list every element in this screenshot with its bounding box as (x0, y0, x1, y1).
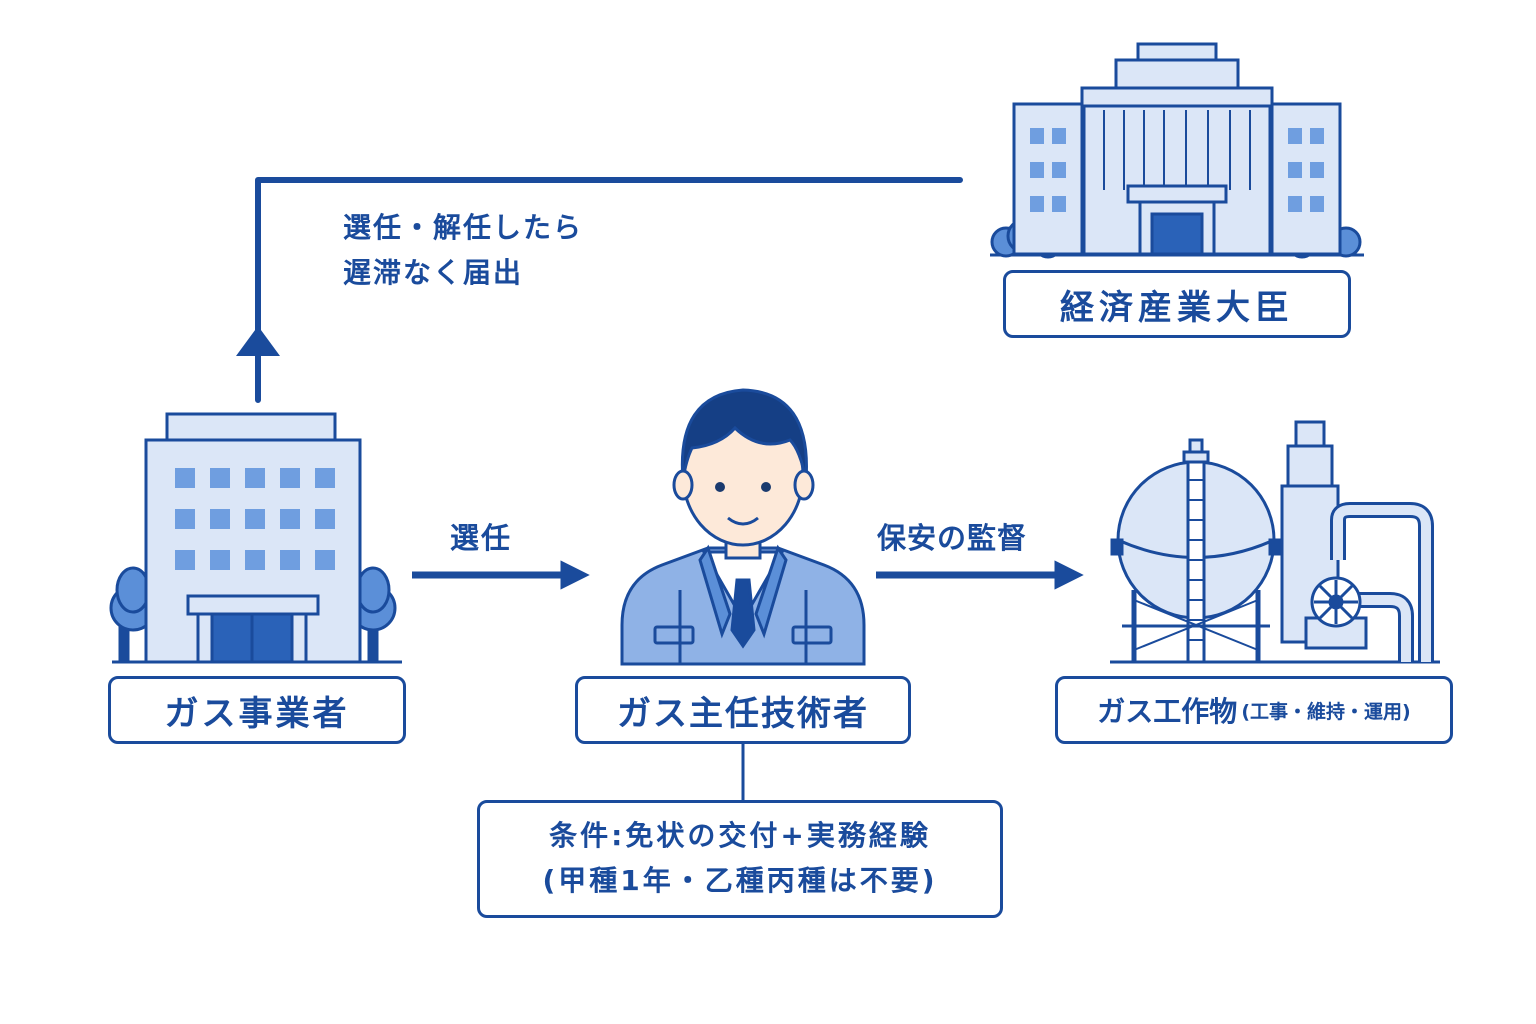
government-building-icon (990, 42, 1364, 259)
engineer-person-icon (620, 388, 866, 666)
condition-line1: 条件:免状の交付+実務経験 (549, 819, 931, 853)
notify-label: 選任・解任したら 遅滞なく届出 (343, 206, 583, 296)
gas-company-label: ガス事業者 (164, 693, 350, 734)
gas-plant-icon (1110, 420, 1440, 664)
condition-line2: (甲種1年・乙種丙種は不要) (542, 864, 938, 897)
minister-label: 経済産業大臣 (1060, 287, 1294, 328)
connectors (236, 177, 1084, 800)
notify-label-line2: 遅滞なく届出 (343, 255, 524, 289)
chief-engineer-label: ガス主任技術者 (617, 693, 869, 734)
gas-facility-box: ガス工作物(工事・維持・運用) (1055, 676, 1453, 744)
gas-facility-label: ガス工作物 (1097, 695, 1238, 728)
condition-box: 条件:免状の交付+実務経験 (甲種1年・乙種丙種は不要) (477, 800, 1003, 918)
supervise-label: 保安の監督 (877, 521, 1028, 555)
minister-box: 経済産業大臣 (1003, 270, 1351, 338)
notify-arrowhead (236, 326, 280, 356)
appoint-label: 選任 (450, 521, 513, 555)
gas-company-box: ガス事業者 (108, 676, 406, 744)
chief-engineer-box: ガス主任技術者 (575, 676, 911, 744)
notify-label-line1: 選任・解任したら (343, 211, 584, 244)
office-building-icon (109, 412, 402, 664)
gas-facility-sublabel: (工事・維持・運用) (1241, 700, 1411, 723)
